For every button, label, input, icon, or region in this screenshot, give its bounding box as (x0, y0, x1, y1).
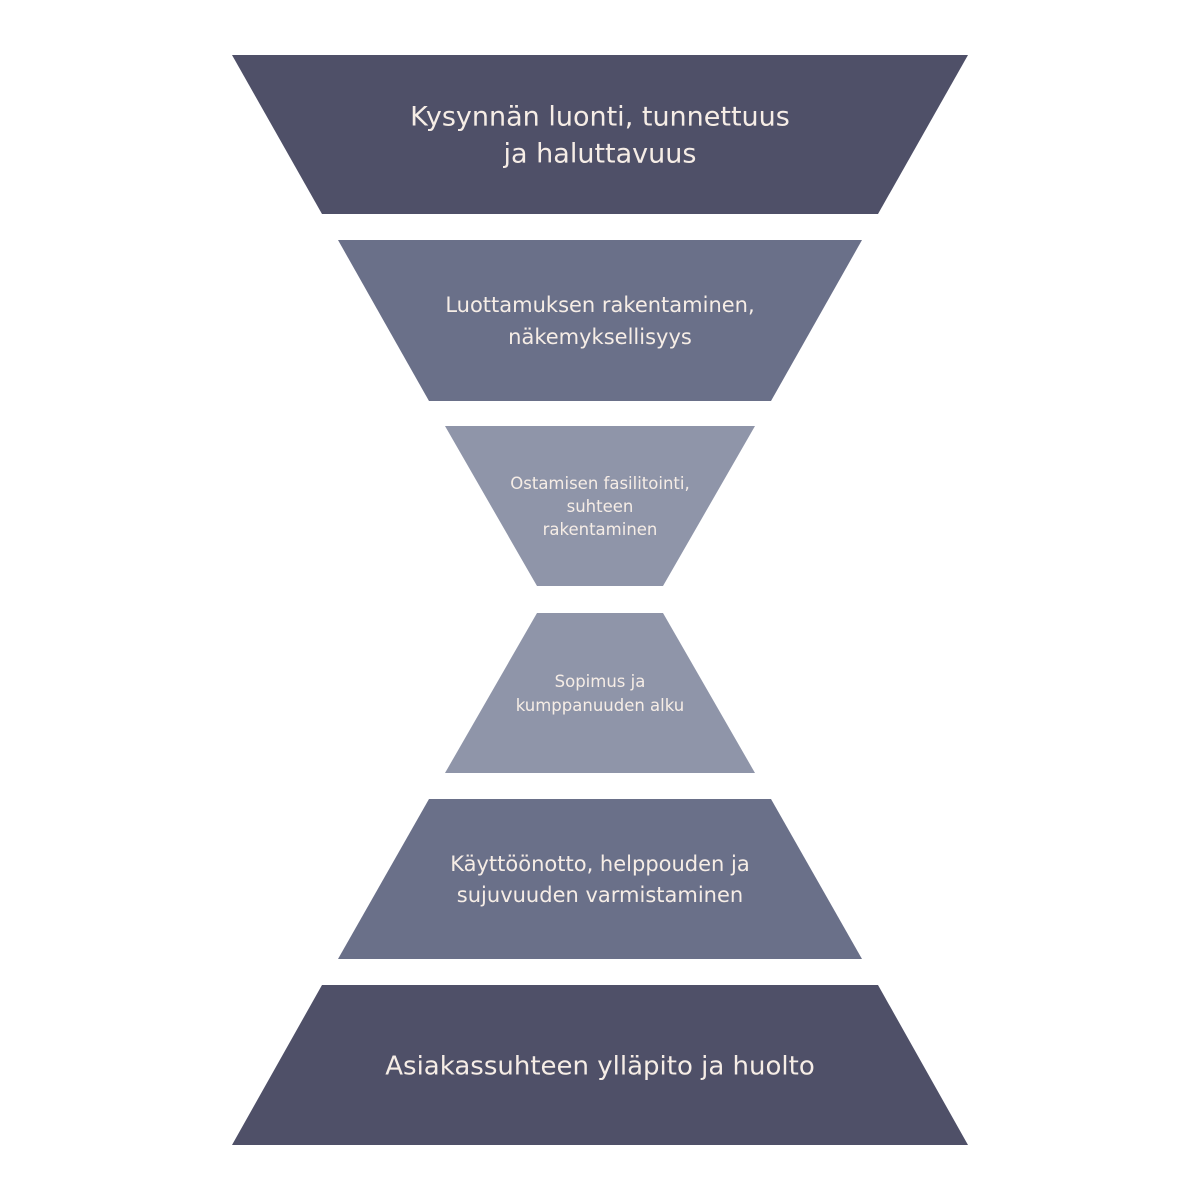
stage-label-line: kumppanuuden alku (516, 696, 685, 715)
stage-label-line: Ostamisen fasilitointi, (510, 474, 689, 493)
stage-label-line: sujuvuuden varmistaminen (457, 883, 743, 907)
stage-label-line: Asiakassuhteen ylläpito ja huolto (385, 1051, 814, 1081)
funnel-stage-onboarding: Käyttöönotto, helppouden ja sujuvuuden va… (338, 799, 862, 959)
funnel-stage-demand: Kysynnän luonti, tunnettuus ja haluttavuu… (232, 55, 968, 214)
stage-label-line: näkemyksellisyys (508, 325, 692, 349)
stage-label: Asiakassuhteen ylläpito ja huolto (385, 1051, 814, 1081)
stage-label-line: ja haluttavuus (503, 139, 697, 170)
stage-label-line: rakentaminen (543, 520, 658, 539)
funnel-stages: Kysynnän luonti, tunnettuus ja haluttavuu… (232, 55, 968, 1145)
stage-label: Ostamisen fasilitointi, suhteen rakentamin… (510, 474, 689, 539)
funnel-stage-contract: Sopimus ja kumppanuuden alku (445, 613, 755, 773)
stage-trapezoid (338, 240, 862, 401)
stage-trapezoid (232, 55, 968, 214)
funnel-stage-trust: Luottamuksen rakentaminen, näkemyksellisy… (338, 240, 862, 401)
stage-label: Käyttöönotto, helppouden ja sujuvuuden va… (450, 852, 750, 907)
funnel-stage-retention: Asiakassuhteen ylläpito ja huolto (232, 985, 968, 1145)
stage-trapezoid (445, 613, 755, 773)
stage-label: Luottamuksen rakentaminen, näkemyksellisy… (445, 293, 754, 349)
stage-label-line: suhteen (567, 497, 634, 516)
stage-label-line: Sopimus ja (555, 672, 646, 691)
funnel-stage-purchase: Ostamisen fasilitointi, suhteen rakentamin… (445, 426, 755, 586)
stage-label: Sopimus ja kumppanuuden alku (516, 672, 685, 715)
stage-label-line: Käyttöönotto, helppouden ja (450, 852, 750, 876)
stage-label: Kysynnän luonti, tunnettuus ja haluttavuu… (410, 102, 790, 170)
stage-trapezoid (445, 426, 755, 586)
stage-label-line: Luottamuksen rakentaminen, (445, 293, 754, 317)
stage-trapezoid (232, 985, 968, 1145)
stage-trapezoid (338, 799, 862, 959)
stage-label-line: Kysynnän luonti, tunnettuus (410, 102, 790, 133)
